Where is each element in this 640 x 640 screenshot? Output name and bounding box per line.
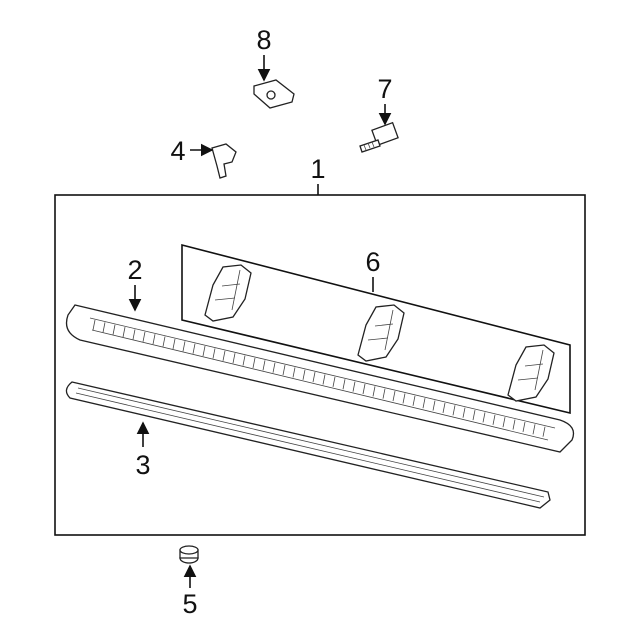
assembly-frame xyxy=(54,194,586,536)
callout-2: 2 xyxy=(127,255,142,285)
tread-rib xyxy=(122,327,126,338)
bracket-icon xyxy=(357,304,405,362)
tread-rib xyxy=(422,398,426,409)
tread-rib xyxy=(482,412,486,423)
callout-4: 4 xyxy=(170,136,185,166)
tread-rib xyxy=(232,353,236,364)
tread-rib xyxy=(352,381,356,392)
tread-rib xyxy=(272,362,276,373)
tread-rib xyxy=(192,343,196,354)
tread-rib xyxy=(252,357,256,368)
tread-rib xyxy=(372,386,376,397)
tread-rib xyxy=(162,336,166,347)
tread-rib xyxy=(472,409,476,421)
bracket-icon xyxy=(507,344,555,402)
tread-rib xyxy=(522,421,526,432)
tread-rib xyxy=(502,417,506,428)
tread-rib xyxy=(212,348,216,359)
tread-rib xyxy=(382,388,386,399)
callout-8: 8 xyxy=(256,25,271,55)
tread-rib xyxy=(262,360,266,371)
tread-rib xyxy=(142,331,146,342)
callout-7: 7 xyxy=(377,74,392,104)
tread-rib xyxy=(362,383,366,395)
tread-rib xyxy=(452,405,456,416)
running-board xyxy=(65,304,575,453)
tread-rib xyxy=(182,341,186,352)
step-pad xyxy=(65,381,551,509)
callout-6: 6 xyxy=(365,247,380,277)
bracket-panel xyxy=(181,243,571,415)
tread-rib xyxy=(532,424,536,435)
tread-rib xyxy=(312,372,316,383)
tread-rib xyxy=(462,407,466,418)
tread-rib xyxy=(112,324,116,335)
tread-rib xyxy=(342,379,346,390)
tread-rib xyxy=(512,419,516,430)
tread-rib xyxy=(92,319,96,331)
tread-rib xyxy=(442,402,446,414)
tread-rib xyxy=(282,364,286,376)
tread-rib xyxy=(542,426,546,437)
tread-rib xyxy=(242,355,246,366)
tread-rib xyxy=(322,374,326,385)
tread-rib xyxy=(302,369,306,380)
bracket-icon xyxy=(204,264,252,322)
callout-1: 1 xyxy=(310,154,325,184)
tread-rib xyxy=(222,350,226,361)
tread-rib xyxy=(152,334,156,345)
tread-rib xyxy=(202,345,206,357)
pin-part xyxy=(211,143,237,179)
nut-part xyxy=(179,545,199,564)
tread-rib xyxy=(172,338,176,350)
tread-rib xyxy=(432,400,436,411)
clip-nut-part xyxy=(253,79,295,109)
tread-rib xyxy=(102,322,106,333)
callout-5: 5 xyxy=(182,589,197,619)
tread-rib xyxy=(392,391,396,402)
tread-rib xyxy=(402,393,406,404)
tread-rib xyxy=(332,376,336,387)
tread-rib xyxy=(412,395,416,406)
callout-3: 3 xyxy=(135,450,150,480)
tread-rib xyxy=(132,329,136,340)
tread-rib xyxy=(292,367,296,378)
bolt-part xyxy=(359,121,399,153)
tread-rib xyxy=(492,414,496,425)
